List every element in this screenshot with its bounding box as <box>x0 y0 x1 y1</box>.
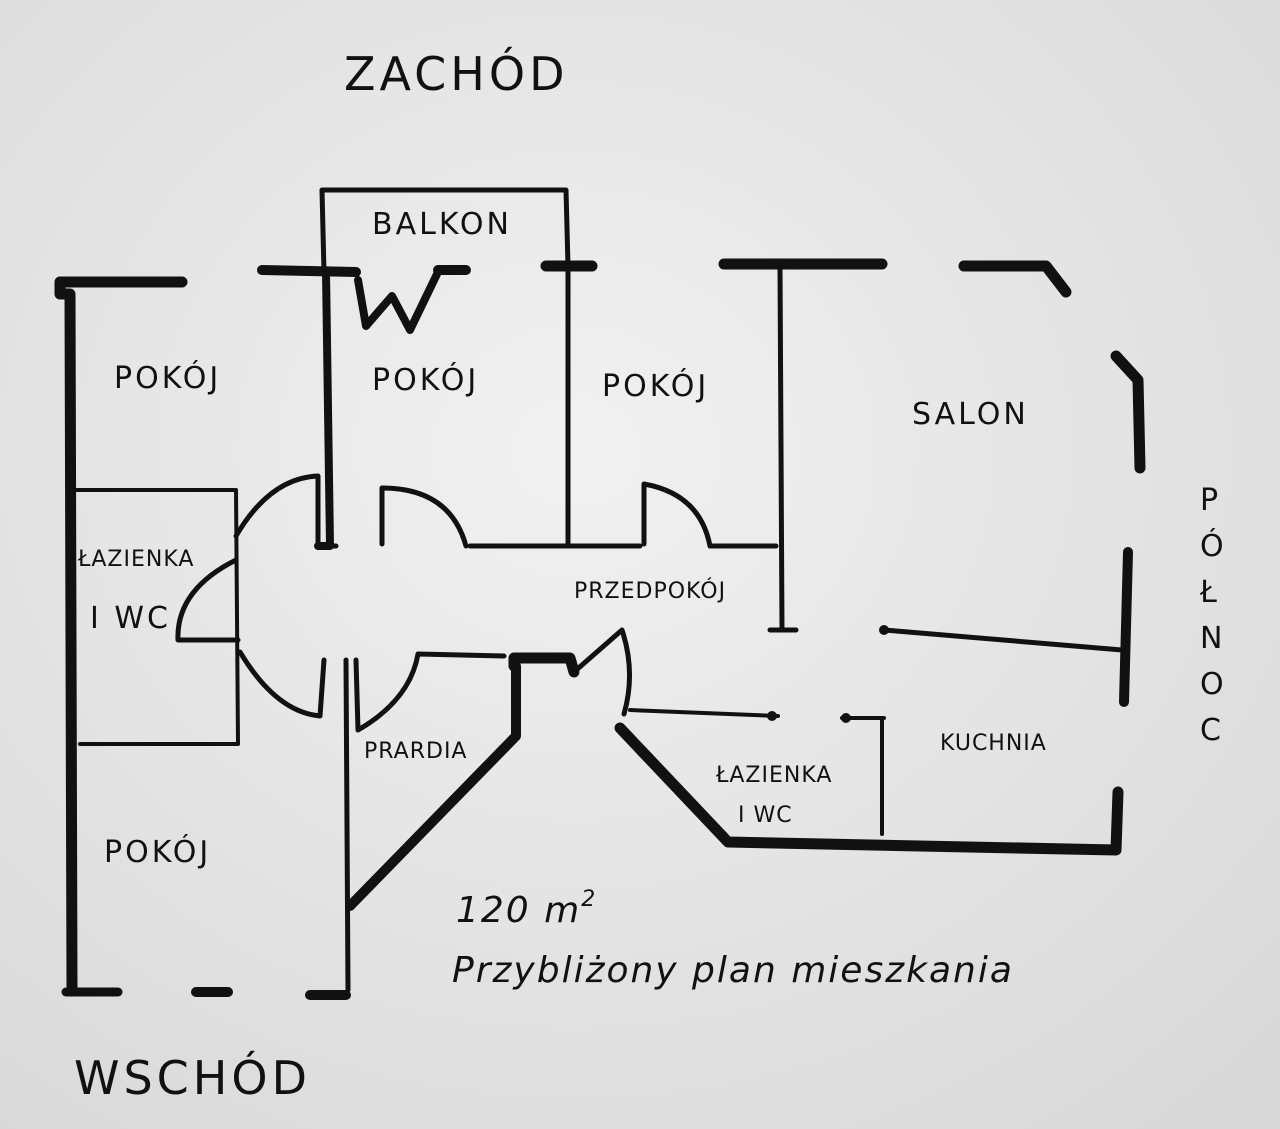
door-arc-kitchen <box>571 627 632 717</box>
caption: Przybliżony plan mieszkania <box>452 950 1014 991</box>
label-pokoj-middle: POKÓJ <box>372 361 479 398</box>
label-lazienka-right-wc: I WC <box>738 803 793 828</box>
wall-garderoba-left <box>343 657 351 993</box>
walls <box>54 187 1146 1000</box>
north-letter-4: N <box>1200 621 1225 656</box>
label-lazienka-left-wc: I WC <box>90 601 171 636</box>
north-letter-5: O <box>1200 667 1227 702</box>
label-kuchnia: KUCHNIA <box>940 731 1047 756</box>
area-number: 120 m <box>456 890 581 931</box>
north-letter-2: Ó <box>1200 527 1227 564</box>
label-pokoj-right: POKÓJ <box>602 367 709 404</box>
wall-salon-kitchen <box>881 627 1125 653</box>
direction-west: ZACHÓD <box>344 47 569 101</box>
window-zigzag <box>354 268 442 334</box>
north-letter-3: Ł <box>1199 575 1220 610</box>
door-marker-1 <box>767 711 777 721</box>
wall-bathroom-right-bottom <box>614 722 1124 856</box>
door-arc-garderoba <box>353 651 507 733</box>
top-right-corner-wall <box>958 260 1072 298</box>
door-arc-pokoj-right <box>641 481 713 549</box>
wall-right-upper <box>1110 350 1146 474</box>
door-arc-left-top <box>233 473 321 549</box>
direction-east: WSCHÓD <box>74 1051 311 1105</box>
label-pokoj-left: POKÓJ <box>114 359 221 396</box>
direction-north: P Ó Ł N O C <box>1199 483 1227 748</box>
wall-garderoba-diagonal <box>345 661 521 911</box>
door-arc-pokoj-middle <box>379 485 469 549</box>
label-przedpokoj: PRZEDPOKÓJ <box>574 578 726 604</box>
label-lazienka-left: ŁAZIENKA <box>77 547 194 572</box>
label-garderoba: PRARDIA <box>364 739 467 764</box>
wall-right-lower <box>1119 547 1133 707</box>
wall-garderoba-top <box>508 652 580 678</box>
bathroom-left-outline <box>68 488 240 746</box>
area-value: 120 m2 <box>456 887 597 931</box>
north-letter-6: C <box>1200 713 1224 748</box>
outer-left-wall <box>54 276 188 996</box>
label-pokoj-bottom: POKÓJ <box>104 833 211 870</box>
balcony-outline <box>319 187 571 275</box>
door-arc-bottom-left <box>237 649 327 719</box>
label-lazienka-right: ŁAZIENKA <box>715 763 832 788</box>
area-superscript: 2 <box>581 887 597 912</box>
label-salon: SALON <box>912 397 1029 432</box>
label-balkon: BALKON <box>372 207 512 242</box>
wall-bathroom-right-top <box>628 708 780 718</box>
north-letter-1: P <box>1200 483 1221 518</box>
top-wall-left <box>257 265 361 277</box>
bathroom-left-door <box>175 557 241 643</box>
wall-end-marker <box>879 625 889 635</box>
wall-pokoj-right-salon <box>777 263 785 633</box>
door-marker-2 <box>841 713 851 723</box>
